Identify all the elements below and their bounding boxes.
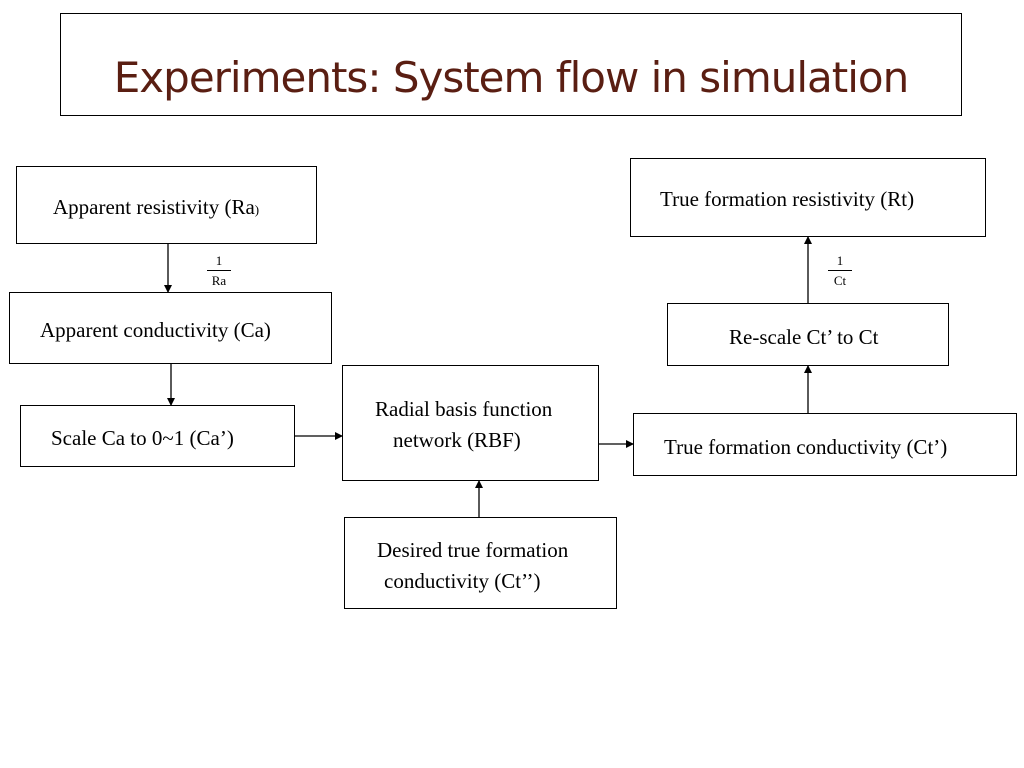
desired-conductivity-label-line2: conductivity (Ct’’): [384, 569, 541, 593]
apparent-resistivity-box: Apparent resistivity (Ra): [16, 166, 317, 244]
reciprocal-ra-numerator: 1: [207, 253, 231, 271]
scale-ca-label: Scale Ca to 0~1 (Ca’): [51, 426, 234, 450]
title-box: Experiments: System flow in simulation: [60, 13, 962, 116]
apparent-resistivity-text: Apparent resistivity (Ra: [53, 195, 255, 219]
true-resistivity-box: True formation resistivity (Rt): [630, 158, 986, 237]
apparent-resistivity-label: Apparent resistivity (Ra): [53, 192, 259, 225]
true-resistivity-label: True formation resistivity (Rt): [660, 187, 915, 211]
apparent-conductivity-box: Apparent conductivity (Ca): [9, 292, 332, 364]
apparent-resistivity-suffix: ): [254, 202, 260, 217]
apparent-conductivity-label: Apparent conductivity (Ca): [40, 318, 271, 342]
desired-conductivity-box: Desired true formation conductivity (Ct’…: [344, 517, 617, 609]
scale-ca-box: Scale Ca to 0~1 (Ca’): [20, 405, 295, 467]
rescale-label: Re-scale Ct’ to Ct: [729, 325, 879, 349]
reciprocal-ct-denominator: Ct: [833, 273, 847, 288]
reciprocal-ra-denominator: Ra: [211, 273, 227, 288]
true-conductivity-label: True formation conductivity (Ct’): [664, 435, 948, 459]
rbf-label-line2: network (RBF): [393, 428, 521, 452]
rbf-label-line1: Radial basis function: [375, 397, 553, 421]
rbf-box: Radial basis function network (RBF): [342, 365, 599, 481]
reciprocal-ra-fraction: 1 Ra: [207, 253, 231, 288]
slide-title: Experiments: System flow in simulation: [113, 53, 909, 102]
reciprocal-ct-fraction: 1 Ct: [828, 253, 852, 288]
reciprocal-ct-numerator: 1: [828, 253, 852, 271]
rescale-box: Re-scale Ct’ to Ct: [667, 303, 949, 366]
desired-conductivity-label-line1: Desired true formation: [377, 538, 569, 562]
true-conductivity-box: True formation conductivity (Ct’): [633, 413, 1017, 476]
